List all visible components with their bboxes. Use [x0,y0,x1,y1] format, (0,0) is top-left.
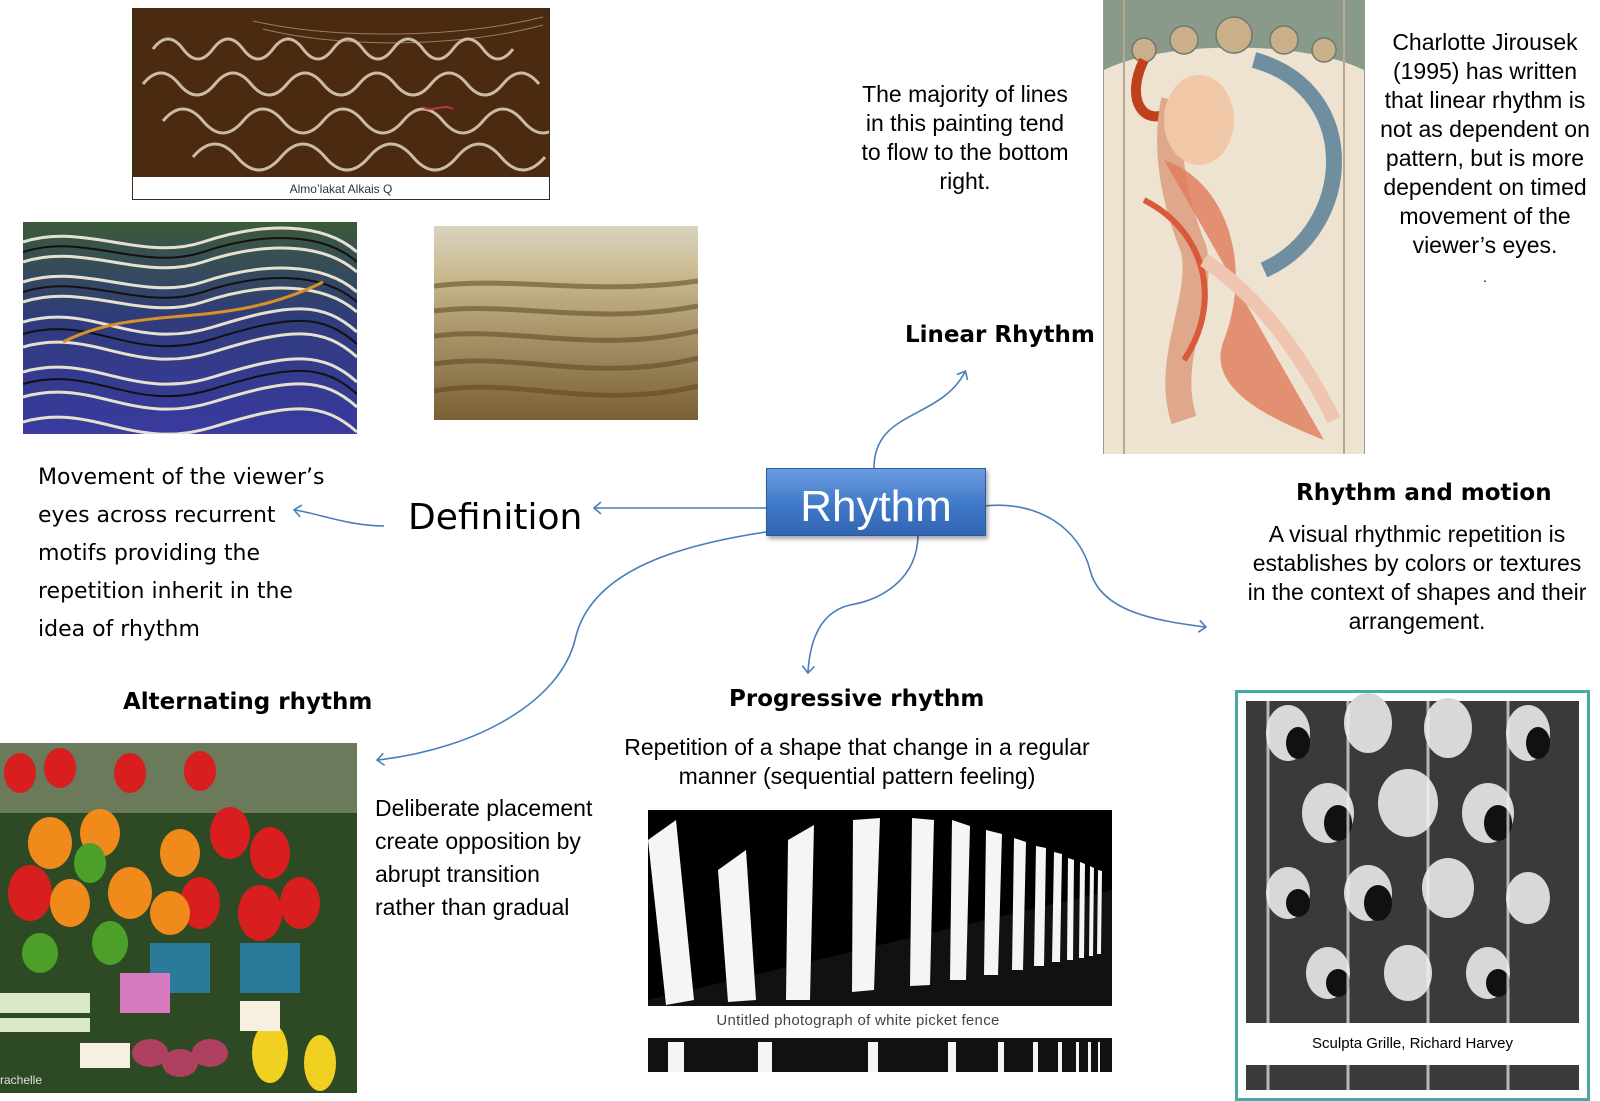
peppers-watermark: rachelle [0,1073,43,1087]
jirousek-quote-text: Charlotte Jirousek (1995) has written th… [1380,29,1590,258]
sculpta-grille-image: Sculpta Grille, Richard Harvey [1235,690,1590,1101]
swirl-lines-image [23,222,357,434]
jirousek-quote-tail: . [1483,269,1487,285]
rhythm-motion-heading: Rhythm and motion [1296,480,1552,506]
arrow-to-progressive [801,533,919,675]
arrow-to-alternating [375,531,767,766]
linear-rhythm-heading: Linear Rhythm [905,322,1095,348]
arrow-to-rhythm-motion [983,504,1208,633]
progressive-rhythm-heading: Progressive rhythm [729,686,985,712]
picket-fence-caption: Untitled photograph of white picket fenc… [648,1012,1068,1030]
arrow-to-linear-rhythm [873,370,969,469]
dance-painting-image [1103,0,1365,454]
alternating-rhythm-heading: Alternating rhythm [123,689,373,715]
definition-heading: Definition [408,497,583,538]
sculpta-grille-caption: Sculpta Grille, Richard Harvey [1246,1033,1579,1055]
peppers-image: rachelle [0,743,357,1093]
picket-fence-image: Untitled photograph of white picket fenc… [648,810,1112,1072]
calligraphy-caption: Almo’lakat Alkais Q [133,181,549,197]
progressive-rhythm-text: Repetition of a shape that change in a r… [624,734,1090,789]
dunes-image [434,226,698,420]
rhythm-central-node: Rhythm [766,468,986,536]
rhythm-motion-text: A visual rhythmic repetition is establis… [1247,521,1587,634]
calligraphy-image: Almo’lakat Alkais Q [132,8,550,200]
alternating-rhythm-text: Deliberate placement create opposition b… [375,795,593,920]
definition-text: Movement of the viewer’s eyes across rec… [38,465,325,642]
jirousek-quote: Charlotte Jirousek (1995) has written th… [1378,28,1592,292]
linear-rhythm-note: The majority of lines in this painting t… [861,81,1069,194]
